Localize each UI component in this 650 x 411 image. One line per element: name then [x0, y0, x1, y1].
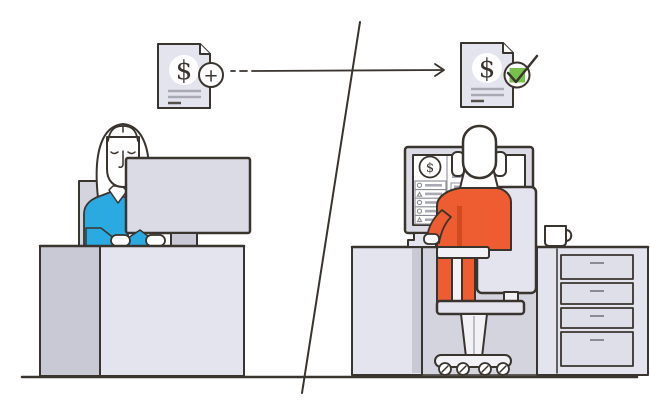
nose: [118, 150, 124, 168]
list-circle-icon: [416, 208, 423, 214]
page-fold-corner: [502, 42, 514, 54]
screen-dollar-symbol: $: [426, 161, 434, 176]
desk-left-panel-edge-shade: [412, 249, 421, 373]
left-desk: [38, 244, 246, 377]
head-back-view: [461, 124, 498, 180]
right-scene-recipient: $: [350, 124, 650, 376]
monitor-back-view: [124, 156, 252, 235]
list-triangle-icon: [416, 191, 423, 197]
chair-seat: [435, 299, 526, 316]
invoice-document-add: $ +: [157, 43, 224, 109]
shirt-collar: [108, 185, 128, 204]
send-arrow: [230, 63, 445, 77]
mug-body: [544, 225, 567, 247]
desk-front-panel: [99, 245, 245, 377]
left-scene-sender: [38, 123, 252, 377]
page-fold-corner: [199, 43, 211, 55]
dollar-symbol: $: [176, 56, 193, 86]
arrow-head: [434, 63, 445, 77]
drawer-1[interactable]: [560, 254, 634, 280]
mug-handle: [565, 229, 573, 242]
list-circle-icon: [416, 199, 423, 206]
caster-wheels: [438, 362, 510, 376]
armrest-support: [451, 257, 463, 303]
hand-on-keyboard: [423, 233, 440, 245]
drawers: [560, 254, 634, 367]
check-mark-icon: [506, 54, 539, 84]
desk-left-panel: [351, 246, 423, 376]
mug: [544, 225, 573, 247]
diagonal-divider-line: [301, 21, 361, 394]
armrest: [436, 246, 490, 259]
office-chair: [434, 246, 526, 376]
dollar-circle: [472, 53, 502, 83]
left-eye-closed: [110, 151, 119, 155]
right-hand: [145, 234, 166, 247]
left-hand: [110, 234, 131, 247]
arms-on-desk: [85, 227, 166, 248]
list-circle-icon: [416, 182, 423, 188]
chair-base: [434, 354, 512, 368]
plus-circle-icon: [198, 62, 224, 88]
arrow-shaft: [251, 69, 444, 72]
list-triangle-icon: [416, 216, 423, 223]
drawer-4[interactable]: [560, 331, 634, 367]
desk-side-panel: [39, 245, 101, 377]
drawer-2[interactable]: [560, 282, 634, 305]
monitor-stand: [170, 232, 198, 247]
plus-glyph: +: [203, 66, 218, 87]
invoice-document-approved: $: [460, 42, 539, 108]
drawer-3[interactable]: [560, 307, 634, 329]
screen-dollar-circle-icon: [418, 155, 442, 179]
dollar-circle: [169, 55, 199, 85]
right-eye-closed: [127, 151, 136, 155]
dollar-symbol: $: [479, 54, 496, 84]
